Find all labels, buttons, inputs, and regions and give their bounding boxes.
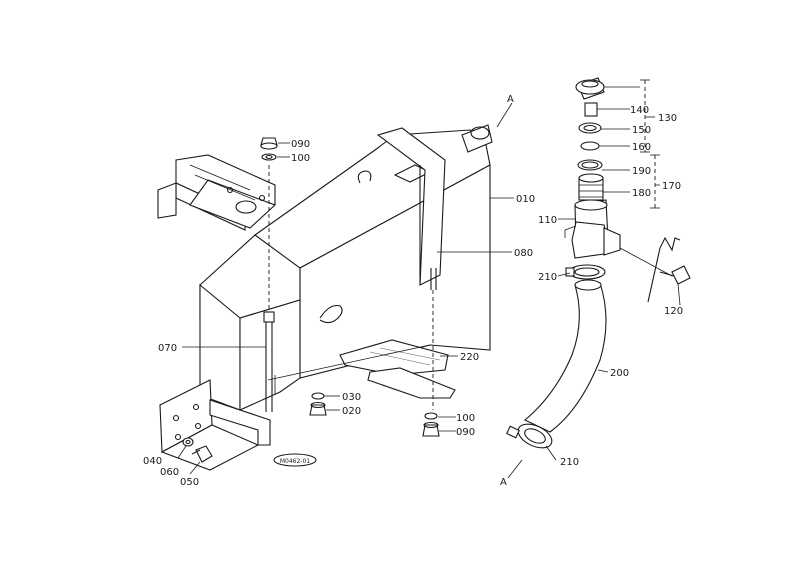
fuel-hose [523, 279, 607, 433]
long-bolt-rod [263, 165, 276, 412]
label-020: 020 [342, 406, 361, 417]
fuel-tank [199, 124, 493, 411]
nut-washer-top [260, 137, 278, 161]
nut-washer-right-bottom [422, 412, 440, 437]
label-030: 030 [342, 392, 361, 403]
strap-rod [430, 268, 437, 410]
label-060: 060 [160, 467, 179, 478]
bolt-120 [659, 265, 691, 285]
label-180: 180 [632, 188, 651, 199]
label-210-lower: 210 [560, 457, 579, 468]
label-100-top: 100 [291, 153, 310, 164]
label-010: 010 [516, 194, 535, 205]
label-080: 080 [514, 248, 533, 259]
clamp-lower [506, 423, 553, 449]
label-110: 110 [538, 215, 557, 226]
label-090-top: 090 [291, 139, 310, 150]
label-190: 190 [632, 166, 651, 177]
label-120: 120 [664, 306, 683, 317]
part-labels: 090 100 010 080 070 220 030 020 100 090 … [143, 94, 683, 488]
label-160: 160 [632, 142, 651, 153]
filler-cap-assembly [564, 77, 621, 259]
mounting-bracket-upper [157, 154, 277, 231]
label-170: 170 [662, 181, 681, 192]
label-150: 150 [632, 125, 651, 136]
lower-bracket [159, 379, 271, 471]
label-050: 050 [180, 477, 199, 488]
label-140: 140 [630, 105, 649, 116]
label-200: 200 [610, 368, 629, 379]
ref-a-top: A [507, 94, 514, 105]
spring-clip [619, 236, 681, 303]
drawing-stamp: M0462-01 [273, 453, 317, 467]
label-100-bottom: 100 [456, 413, 475, 424]
nut-washer-left-bottom [309, 392, 327, 416]
clamp-upper [565, 264, 606, 280]
ref-a-bottom: A [500, 477, 507, 488]
label-130: 130 [658, 113, 677, 124]
label-220: 220 [460, 352, 479, 363]
label-070: 070 [158, 343, 177, 354]
label-210-upper: 210 [538, 272, 557, 283]
label-040: 040 [143, 456, 162, 467]
leader-lines [161, 79, 681, 479]
label-090-bottom: 090 [456, 427, 475, 438]
bolt-washer-lower [182, 437, 213, 463]
stamp-text: M0462-01 [280, 458, 310, 465]
